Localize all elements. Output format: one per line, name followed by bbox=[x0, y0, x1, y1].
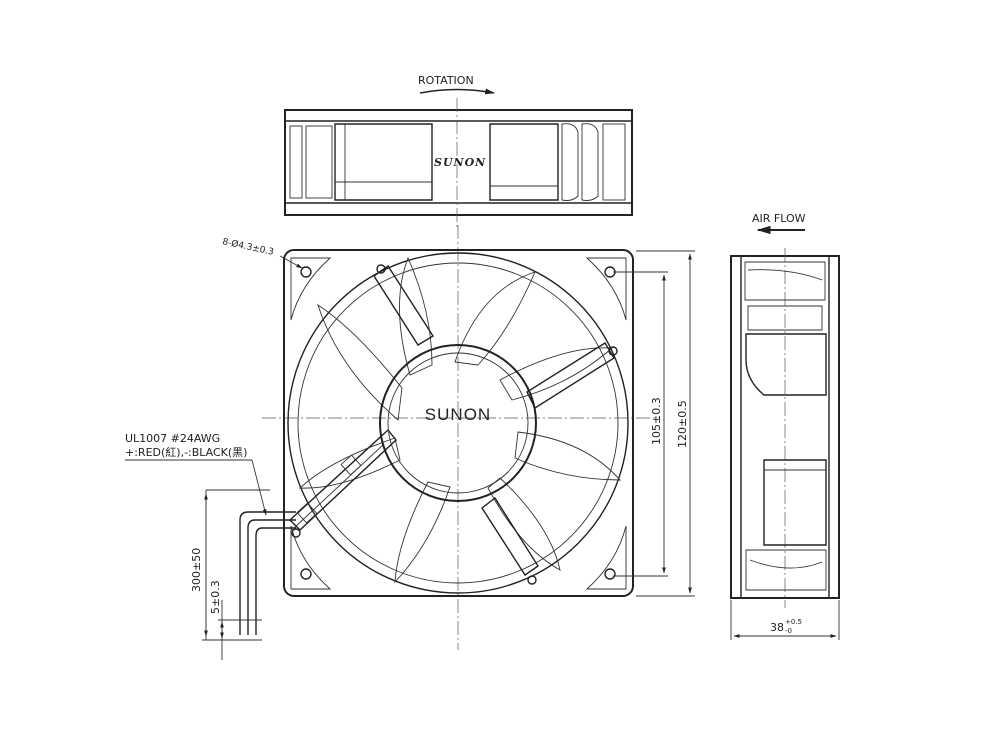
inner-spacing-label: 105±0.3 bbox=[650, 397, 663, 445]
strip-length-label: 5±0.3 bbox=[209, 580, 222, 614]
mount-hole-bl bbox=[300, 568, 312, 580]
hub-inner bbox=[387, 352, 529, 494]
outer-size-dimension: 120±0.5 bbox=[636, 250, 695, 597]
rotation-label: ROTATION bbox=[418, 74, 474, 87]
wire-channel bbox=[288, 428, 397, 531]
mount-hole-tl bbox=[300, 266, 312, 278]
wire-colors-label: +:RED(紅),-:BLACK(黑) bbox=[125, 446, 247, 459]
inner-spacing-dimension: 105±0.3 bbox=[613, 271, 668, 577]
lead-wires bbox=[239, 511, 296, 635]
hub-brand-label: SUNON bbox=[425, 405, 491, 424]
frame-outline bbox=[283, 249, 634, 597]
hole-spec-label: 8-Ø4.3±0.3 bbox=[221, 236, 274, 258]
front-view: SUNON 8-Ø4.3±0.3 UL1007 #24AWG +:RED(紅),… bbox=[125, 225, 695, 660]
lead-length-label: 300±50 bbox=[190, 548, 203, 592]
strip-length-dimension: 5±0.3 bbox=[209, 580, 262, 660]
air-flow-label: AIR FLOW bbox=[752, 212, 806, 225]
mount-hole-br bbox=[604, 568, 616, 580]
top-view: ROTATION SUNON bbox=[284, 74, 633, 228]
venturi-ring-outer bbox=[287, 252, 629, 594]
outer-size-label: 120±0.5 bbox=[676, 400, 689, 448]
top-brand-label: SUNON bbox=[434, 156, 486, 169]
venturi-ring-inner bbox=[297, 262, 619, 584]
depth-tol-lower: -0 bbox=[785, 627, 792, 635]
fan-blades bbox=[298, 256, 621, 584]
side-view: AIR FLOW 38 +0.5 -0 bbox=[730, 212, 840, 640]
top-view-outline bbox=[284, 109, 633, 216]
hub-outer bbox=[379, 344, 537, 502]
lead-length-dimension: 300±50 bbox=[190, 489, 270, 641]
depth-tol-upper: +0.5 bbox=[785, 618, 802, 626]
depth-label: 38 bbox=[770, 621, 784, 634]
wire-spec-label: UL1007 #24AWG bbox=[125, 432, 220, 445]
rotation-arrow bbox=[419, 88, 495, 95]
